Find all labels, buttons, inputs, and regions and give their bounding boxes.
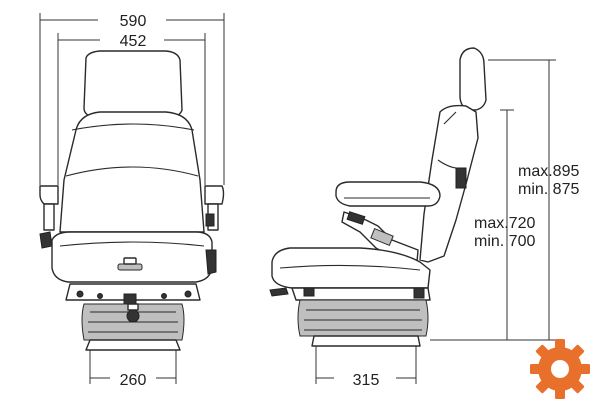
gear-icon (530, 339, 590, 399)
side-headrest (459, 47, 487, 111)
side-backrest (419, 104, 479, 263)
front-seat-cushion (51, 231, 213, 283)
front-headrest (83, 50, 183, 118)
backrest-height-max-label: max.720 (474, 215, 535, 232)
side-armrest (335, 181, 441, 207)
side-suspension-base (297, 299, 429, 337)
overall-height-max-label: max.895 (518, 163, 579, 180)
overall-width-label: 590 (120, 13, 147, 30)
base-depth-label: 315 (353, 372, 380, 389)
base-width-label: 260 (120, 372, 147, 389)
side-seat-cushion (271, 247, 431, 289)
side-view: 315 max.895 min. 875 max.720 min. 700 (269, 47, 579, 389)
front-armrest-left (39, 185, 59, 205)
backrest-height-min-label: min. 700 (474, 233, 535, 250)
front-backrest (59, 111, 205, 233)
front-armrest-right (204, 185, 225, 205)
seat-width-label: 452 (120, 33, 147, 50)
front-view: 590 452 (39, 13, 225, 389)
side-seat-frame (291, 287, 431, 301)
front-left-handle (39, 231, 53, 249)
overall-height-min-label: min. 875 (518, 181, 579, 198)
